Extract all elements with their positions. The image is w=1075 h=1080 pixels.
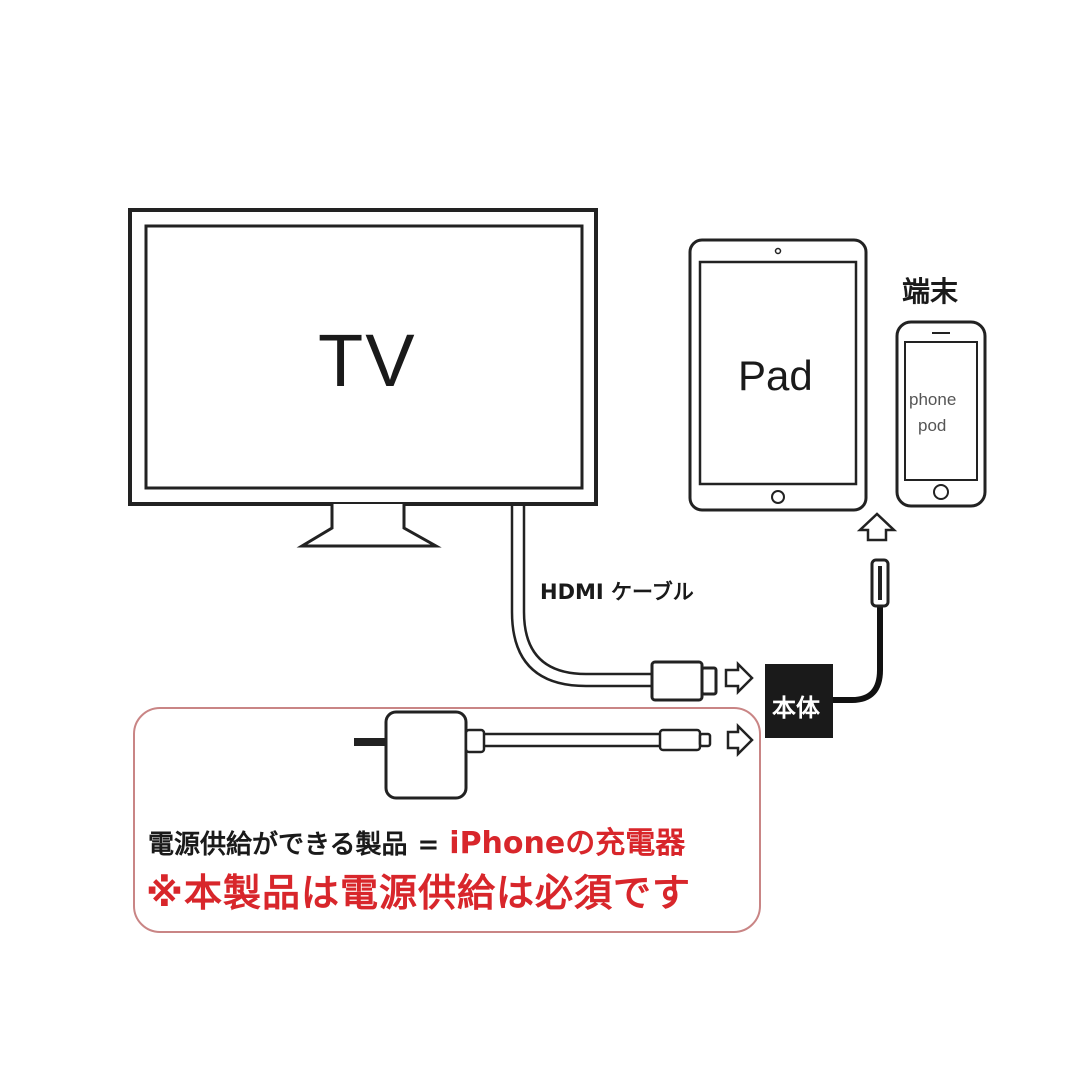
power-required-warning: ※本製品は電源供給は必須です	[146, 871, 691, 915]
note-highlight: iPhoneの充電器	[449, 826, 686, 861]
note-frame	[133, 707, 761, 933]
phone-label-line1: phone	[909, 390, 957, 409]
arrow-up-icon	[856, 512, 898, 542]
tv-icon	[128, 208, 598, 548]
unit-label: 本体	[772, 694, 820, 722]
charger-icon	[354, 710, 486, 800]
tablet-icon	[688, 238, 868, 512]
unit-box	[765, 664, 833, 738]
tv-label: TV	[318, 319, 417, 402]
usb-cable	[484, 732, 660, 748]
lightning-plug-icon	[870, 558, 890, 608]
pad-label: Pad	[738, 352, 813, 399]
phone-icon	[895, 320, 987, 508]
lightning-cable	[833, 606, 883, 703]
phone-label-line2: pod	[918, 416, 947, 435]
usb-plug-icon	[658, 728, 712, 752]
note-prefix: 電源供給ができる製品	[148, 830, 408, 860]
hdmi-cable	[510, 504, 652, 688]
power-supply-note: 電源供給ができる製品 = iPhoneの充電器	[148, 818, 685, 862]
hdmi-cable-label: HDMI ケーブル	[540, 580, 694, 604]
note-equals: =	[417, 830, 440, 860]
arrow-right-icon	[726, 722, 754, 758]
terminal-label: 端末	[902, 275, 959, 308]
arrow-right-icon	[724, 660, 754, 696]
hdmi-plug-icon	[650, 660, 718, 702]
